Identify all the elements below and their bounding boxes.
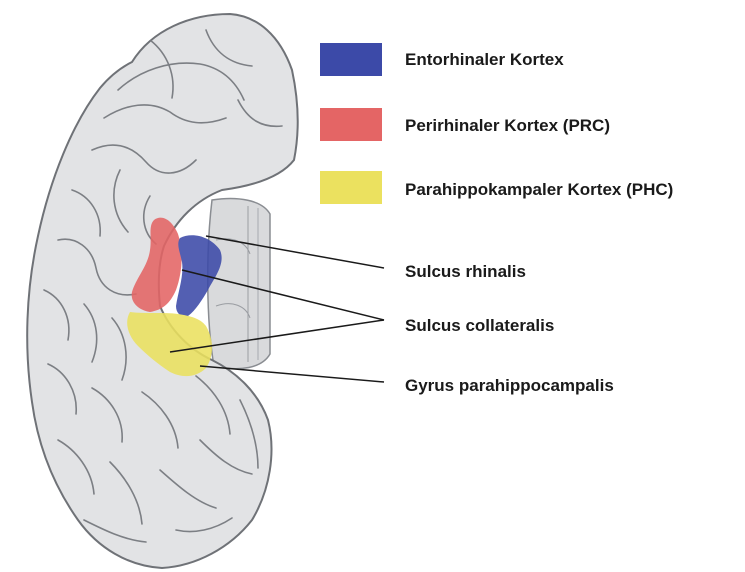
callout-sulcus-collateralis: Sulcus collateralis xyxy=(405,316,554,336)
legend-swatch-parahippocampal xyxy=(320,171,382,204)
legend-label-entorhinal: Entorhinaler Kortex xyxy=(405,50,564,70)
legend-swatch-entorhinal xyxy=(320,43,382,76)
callout-sulcus-rhinalis: Sulcus rhinalis xyxy=(405,262,526,282)
legend-label-parahippocampal: Parahippokampaler Kortex (PHC) xyxy=(405,180,673,200)
callout-gyrus-parahippocampalis: Gyrus parahippocampalis xyxy=(405,376,614,396)
legend-swatch-perirhinal xyxy=(320,108,382,141)
legend-label-perirhinal: Perirhinaler Kortex (PRC) xyxy=(405,116,610,136)
